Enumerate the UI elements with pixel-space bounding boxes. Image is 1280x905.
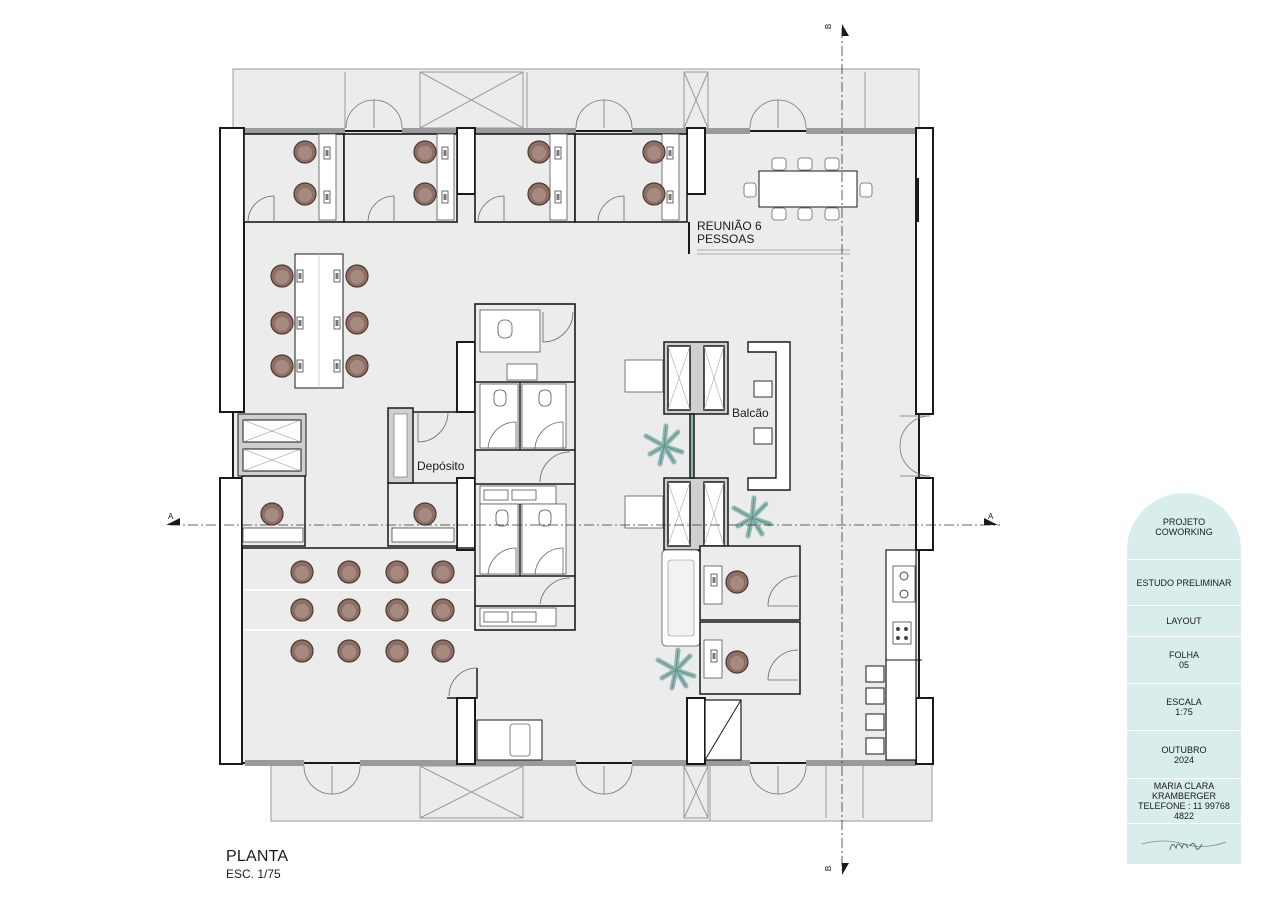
meeting-room-label-line2: PESSOAS: [697, 232, 755, 246]
month-text: OUTUBRO: [1161, 744, 1207, 755]
section-mark-a-right: A: [988, 512, 994, 521]
section-mark-a-left: A: [168, 512, 174, 521]
author-line1: MARIA CLARA: [1153, 781, 1215, 791]
phone-text: TELEFONE : 11 99768 4822: [1138, 801, 1230, 821]
pillars: [219, 127, 934, 765]
project-line2: COWORKING: [1155, 527, 1213, 537]
sheet-label: FOLHA: [1168, 650, 1199, 660]
title-block: PROJETO COWORKING ESTUDO PRELIMINAR LAYO…: [1127, 493, 1241, 864]
meeting-room-label-line1: REUNIÃO 6: [697, 219, 762, 233]
plan-scale: ESC. 1/75: [226, 867, 281, 881]
title-block-date: OUTUBRO 2024: [1127, 730, 1241, 778]
author-line2: KRAMBERGER: [1151, 791, 1216, 801]
year-text: 2024: [1173, 754, 1195, 765]
section-mark-b-top: B: [824, 23, 834, 30]
sheet-number: 05: [1178, 660, 1189, 670]
title-block-phase: ESTUDO PRELIMINAR: [1127, 559, 1241, 605]
scale-label: ESCALA: [1166, 697, 1202, 707]
title-block-sheet-type: LAYOUT: [1127, 605, 1241, 636]
restrooms: [474, 303, 576, 631]
plan-title: PLANTA: [226, 848, 289, 865]
meeting-room-label: REUNIÃO 6 PESSOAS: [697, 220, 762, 246]
title-block-signature: [1127, 823, 1241, 864]
floor-area: [232, 130, 920, 764]
title-block-author: MARIA CLARA KRAMBERGER TELEFONE : 11 997…: [1127, 778, 1241, 823]
counter-label: Balcão: [732, 406, 769, 420]
signature-logo: [1141, 840, 1227, 851]
storage-label: Depósito: [417, 459, 465, 473]
title-block-scale: ESCALA 1:75: [1127, 683, 1241, 730]
phase-text: ESTUDO PRELIMINAR: [1136, 577, 1232, 588]
section-mark-b-bottom: B: [824, 865, 834, 872]
title-block-sheet: FOLHA 05: [1127, 636, 1241, 683]
project-line1: PROJETO: [1162, 517, 1206, 527]
sheet-type-text: LAYOUT: [1166, 616, 1202, 626]
scale-value: 1:75: [1175, 707, 1193, 717]
